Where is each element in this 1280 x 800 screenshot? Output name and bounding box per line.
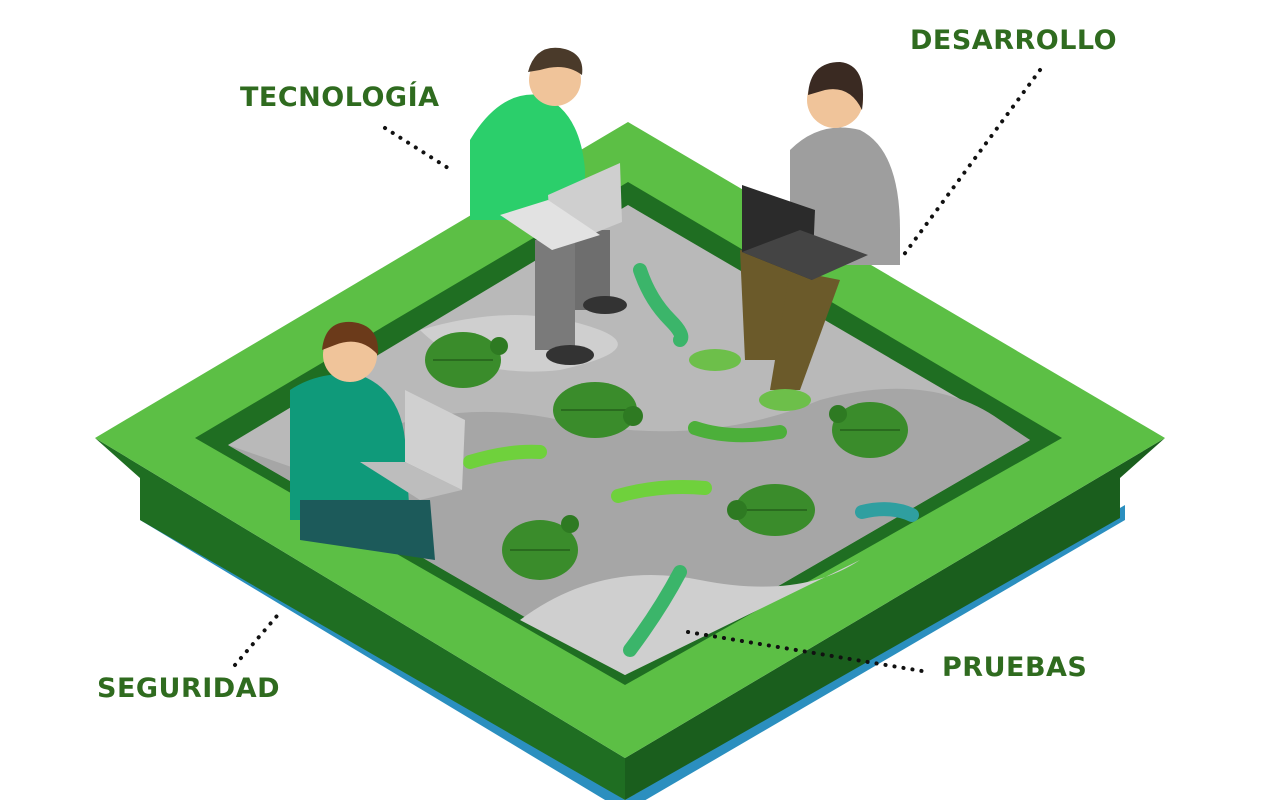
label-desarrollo: DESARROLLO <box>910 25 1118 56</box>
leader-line-seguridad <box>233 608 284 667</box>
leader-line-desarrollo <box>898 68 1042 262</box>
sandbox-right-wall <box>625 438 1165 800</box>
caterpillar-icon <box>633 263 689 347</box>
beetle-icon <box>425 332 508 388</box>
person-icon <box>470 47 627 365</box>
sand-light-patch <box>520 560 860 675</box>
caterpillar-icon <box>688 421 787 443</box>
laptop-icon <box>360 390 465 500</box>
beetle-icon <box>829 402 908 458</box>
laptop-icon <box>742 185 868 280</box>
leader-line-tecnologia <box>383 126 450 170</box>
person-icon <box>290 321 435 560</box>
label-seguridad: SEGURIDAD <box>97 673 281 704</box>
label-pruebas: PRUEBAS <box>942 652 1088 683</box>
beetle-icon <box>727 484 815 536</box>
sandbox-left-wall <box>95 438 625 800</box>
beetle-icon <box>553 382 643 438</box>
person-icon <box>689 62 900 411</box>
caterpillar-icon <box>463 444 547 469</box>
label-tecnologia: TECNOLOGÍA <box>240 82 440 113</box>
laptop-icon <box>500 163 622 250</box>
caterpillar-icon <box>623 565 687 657</box>
beetle-icon <box>502 515 579 580</box>
caterpillar-icon <box>855 502 919 522</box>
caterpillar-icon <box>611 480 712 503</box>
